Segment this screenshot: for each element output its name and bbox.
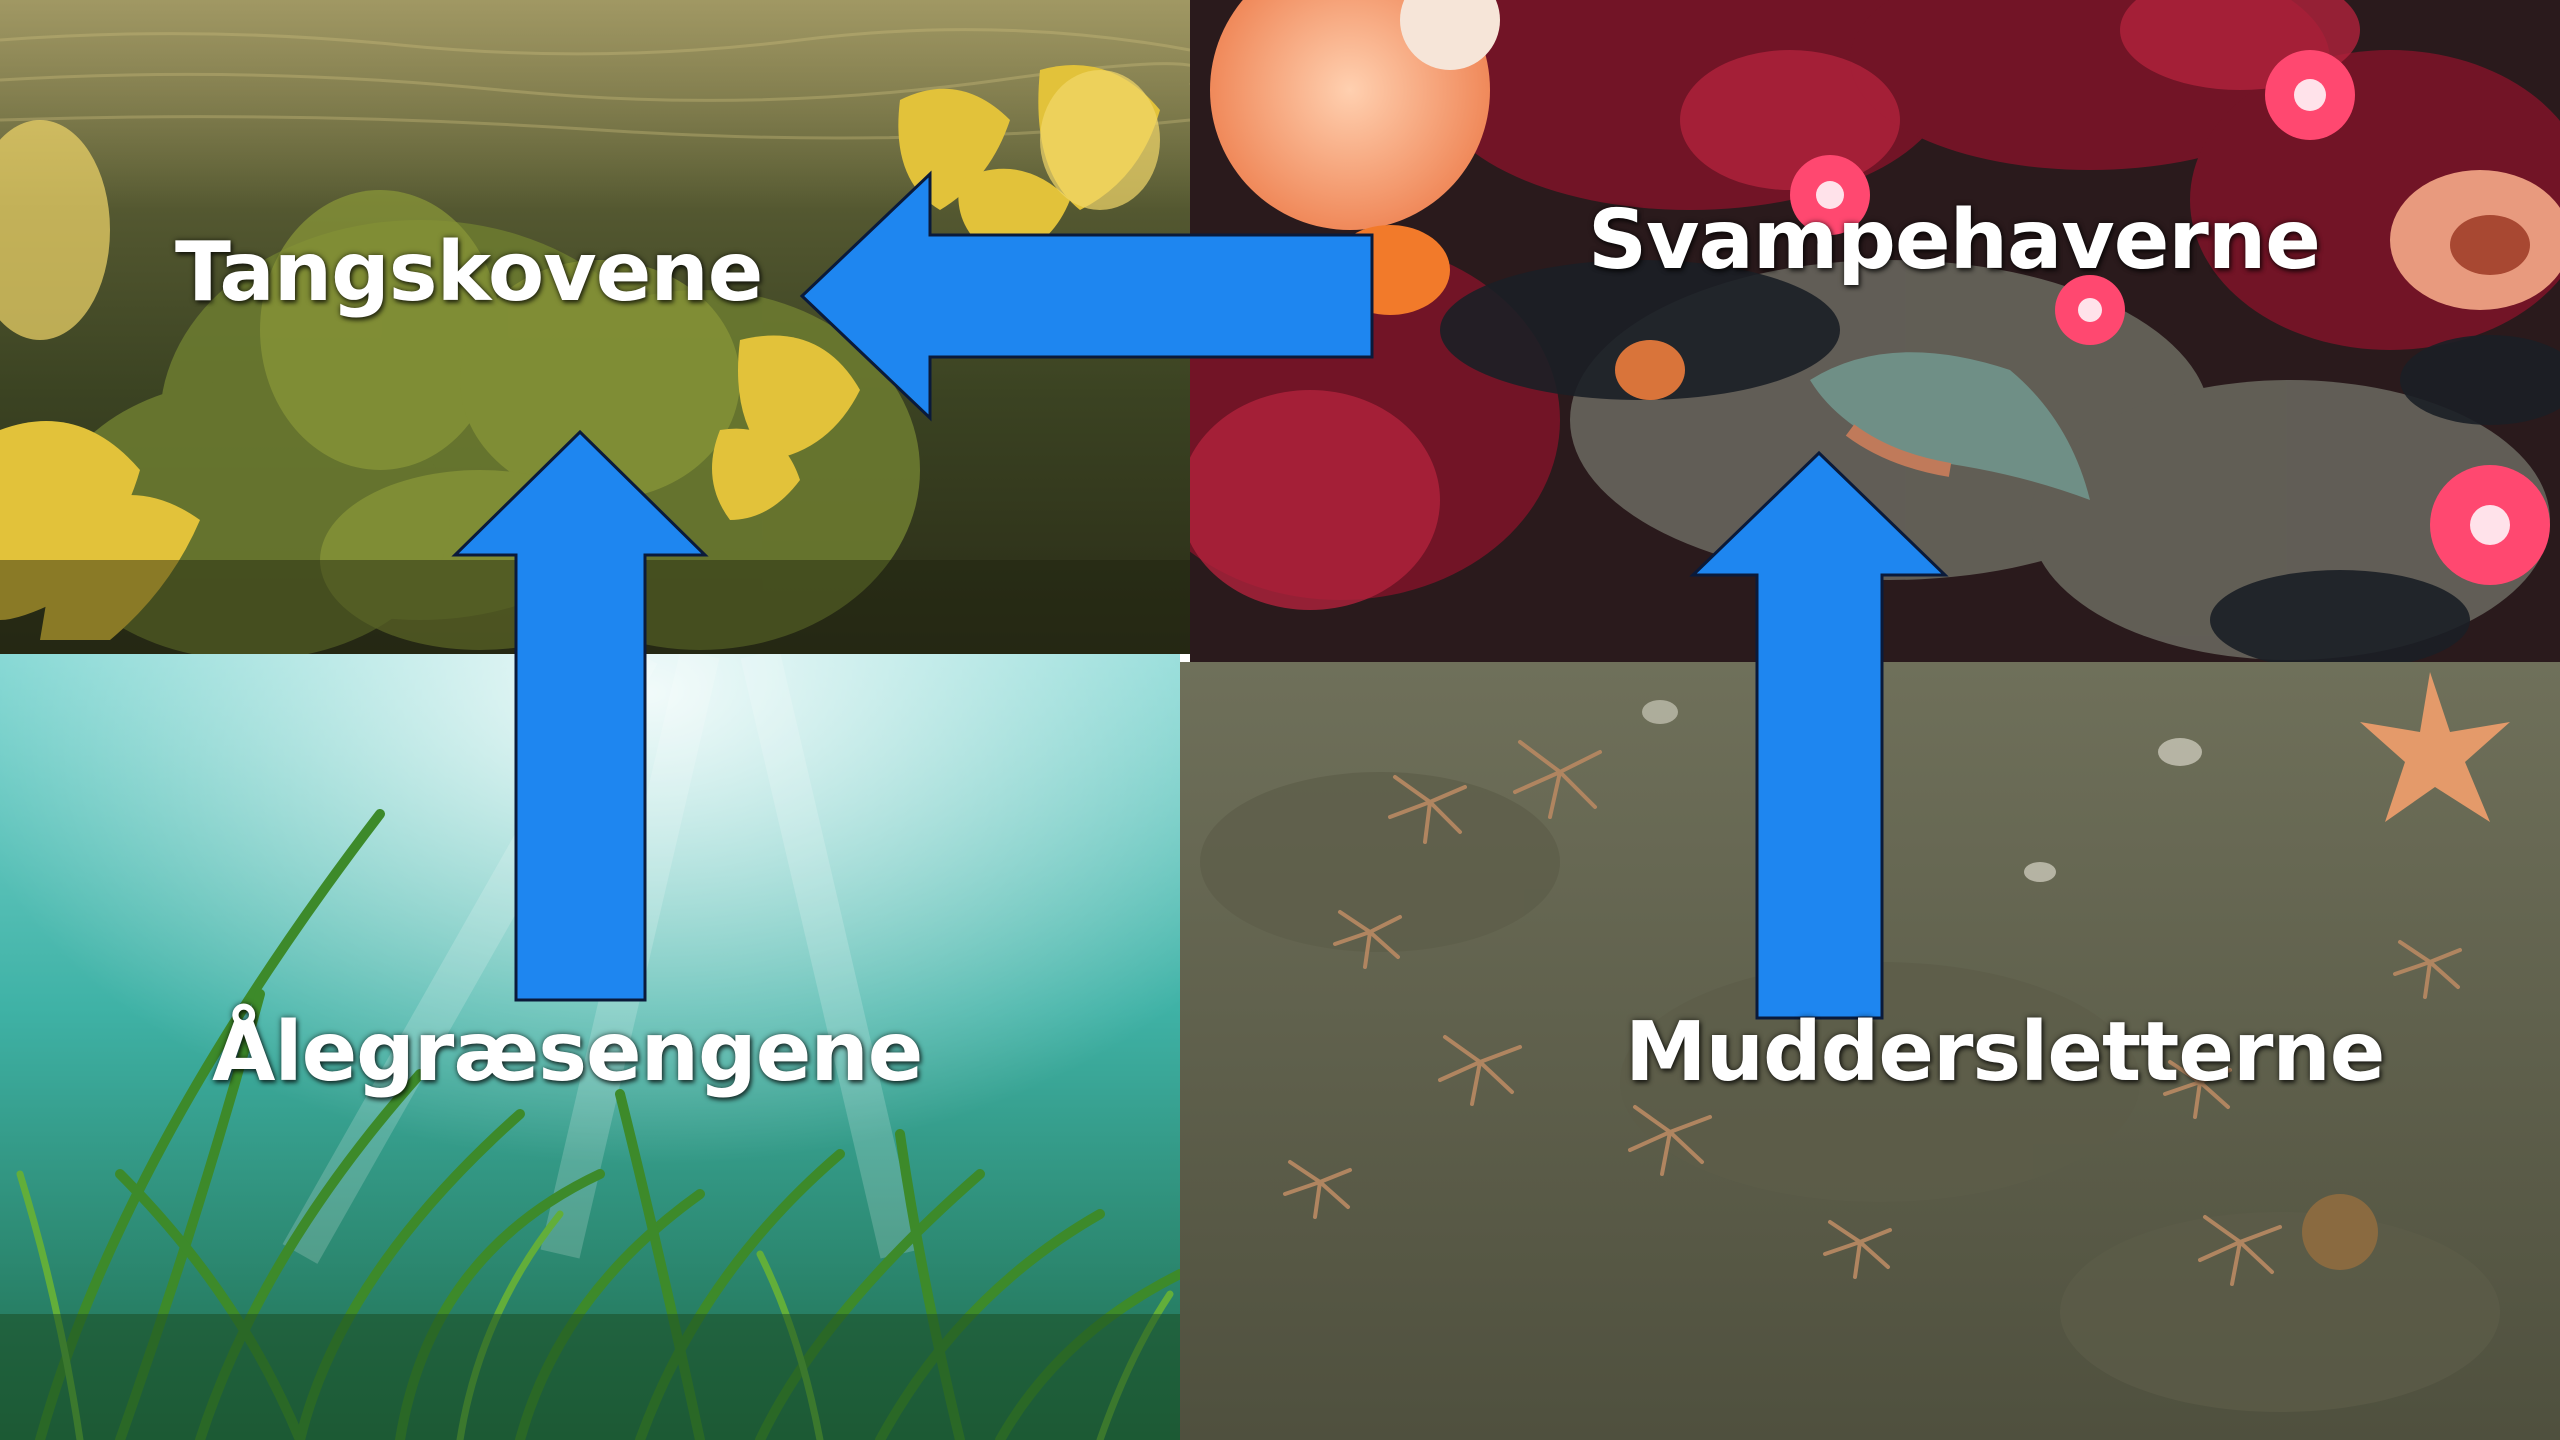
label-mud-flats: Muddersletterne bbox=[1625, 1012, 2384, 1094]
sponge-garden-image bbox=[1190, 0, 2560, 662]
label-sponge-gardens: Svampehaverne bbox=[1588, 200, 2320, 282]
label-kelp-forests: Tangskovene bbox=[175, 232, 762, 314]
kelp-forest-photo bbox=[0, 0, 1190, 654]
label-eelgrass-meadows: Ålegræsengene bbox=[212, 1012, 922, 1094]
kelp-forest-image bbox=[0, 0, 1190, 654]
sponge-garden-photo bbox=[1190, 0, 2560, 662]
